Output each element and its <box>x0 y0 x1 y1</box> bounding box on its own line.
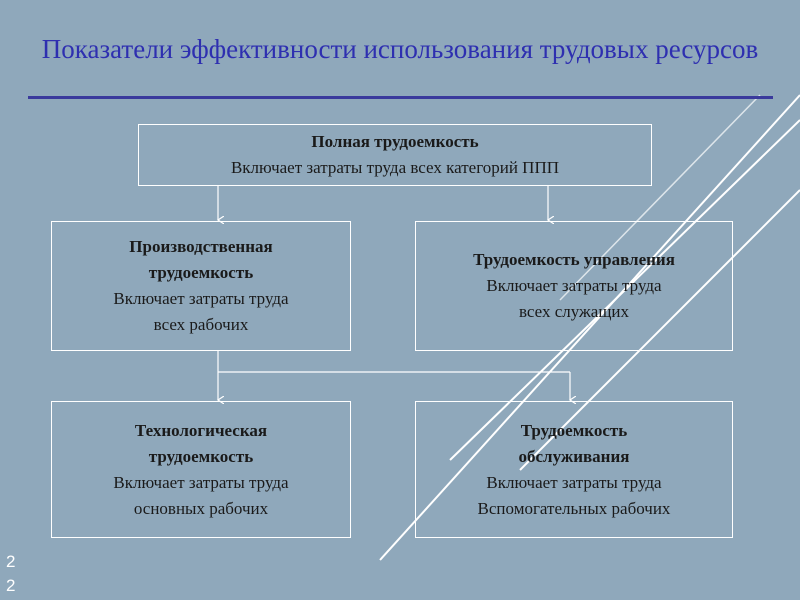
slide-number-digit-1: 2 <box>6 552 16 571</box>
box-management-labor-intensity: Трудоемкость управления Включает затраты… <box>415 221 733 351</box>
box-production-heading-2: трудоемкость <box>148 263 254 282</box>
box-technological-desc-2: основных рабочих <box>133 498 269 518</box>
box-service-desc-1: Включает затраты труда <box>486 472 662 492</box>
box-production-labor-intensity: Производственная трудоемкость Включает з… <box>51 221 351 351</box>
box-management-desc-2: всех служащих <box>518 302 630 321</box>
box-technological-desc-1: Включает затраты труда <box>113 472 289 492</box>
slide-title: Показатели эффективности использования т… <box>41 34 759 64</box>
box-technological-labor-intensity: Технологическая трудоемкость Включает за… <box>51 401 351 538</box>
box-management-heading: Трудоемкость управления <box>473 250 675 269</box>
title-underline <box>28 96 773 99</box>
box-full-desc: Включает затраты труда всех категорий ПП… <box>230 158 560 177</box>
box-service-heading-1: Трудоемкость <box>520 420 628 440</box>
box-service-labor-intensity: Трудоемкость обслуживания Включает затра… <box>415 401 733 538</box>
box-service-heading-2: обслуживания <box>518 446 630 466</box>
box-service-desc-2: Вспомогательных рабочих <box>477 498 671 518</box>
box-technological-heading-1: Технологическая <box>134 420 268 440</box>
box-full-labor-intensity: Полная трудоемкость Включает затраты тру… <box>138 124 652 186</box>
box-production-desc-1: Включает затраты труда <box>113 289 289 308</box>
box-technological-heading-2: трудоемкость <box>148 446 254 466</box>
slide-number-digit-2: 2 <box>6 576 16 595</box>
box-production-heading-1: Производственная <box>129 237 273 256</box>
box-full-heading: Полная трудоемкость <box>311 132 479 151</box>
box-production-desc-2: всех рабочих <box>153 315 249 334</box>
box-management-desc-1: Включает затраты труда <box>486 276 662 295</box>
